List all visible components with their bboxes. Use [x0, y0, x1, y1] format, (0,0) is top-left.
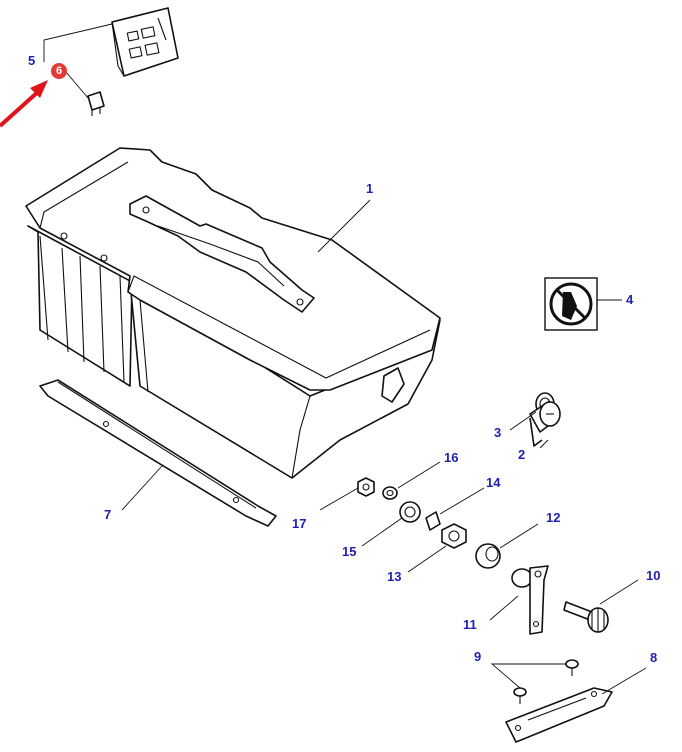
callout-6-badge: 6	[51, 63, 67, 79]
bracket-plate-8	[505, 687, 613, 743]
sleeve-12	[475, 543, 501, 569]
leader-13	[407, 545, 447, 573]
callout-8: 8	[650, 650, 658, 665]
lever-11	[511, 565, 549, 635]
callout-15: 15	[342, 544, 357, 559]
battery-box	[25, 147, 441, 479]
lock-assembly	[529, 392, 561, 447]
callout-13: 13	[387, 569, 402, 584]
leader-2	[539, 439, 549, 449]
screw-9b	[513, 687, 527, 704]
fuse-box-cover	[111, 7, 179, 77]
no-hand-symbol-icon	[544, 277, 598, 331]
callout-10: 10	[646, 568, 661, 583]
nut-17	[357, 477, 375, 497]
bushing-15	[399, 501, 421, 523]
callout-4: 4	[626, 292, 634, 307]
leader-12	[499, 523, 539, 549]
washer-16	[382, 486, 398, 500]
leader-10	[599, 579, 639, 605]
leader-11	[489, 595, 519, 621]
leader-6	[65, 71, 89, 99]
callout-12: 12	[546, 510, 561, 525]
knob-bolt-10	[563, 601, 609, 633]
nut-13	[441, 523, 467, 549]
leader-15	[361, 517, 403, 547]
callout-11: 11	[463, 617, 477, 632]
callout-7: 7	[104, 507, 112, 522]
fuse	[87, 91, 105, 116]
callout-17: 17	[292, 516, 307, 531]
leader-17	[319, 487, 359, 511]
callout-14: 14	[486, 475, 501, 490]
red-arrow-icon	[0, 80, 48, 128]
leader-8	[601, 667, 647, 695]
callout-3: 3	[494, 425, 502, 440]
leader-14	[439, 487, 485, 515]
callout-5: 5	[28, 53, 36, 68]
mounting-rail	[39, 379, 277, 527]
leader-3	[509, 411, 537, 431]
callout-16: 16	[444, 450, 459, 465]
callout-1: 1	[366, 181, 374, 196]
leader-1	[317, 199, 371, 253]
callout-9: 9	[474, 649, 482, 664]
callout-2: 2	[518, 447, 526, 462]
leader-16	[397, 461, 441, 489]
leader-9	[490, 663, 566, 689]
screw-9a	[565, 659, 579, 676]
leader-7	[121, 465, 163, 511]
clip-14	[425, 511, 441, 531]
leader-5	[43, 23, 113, 62]
